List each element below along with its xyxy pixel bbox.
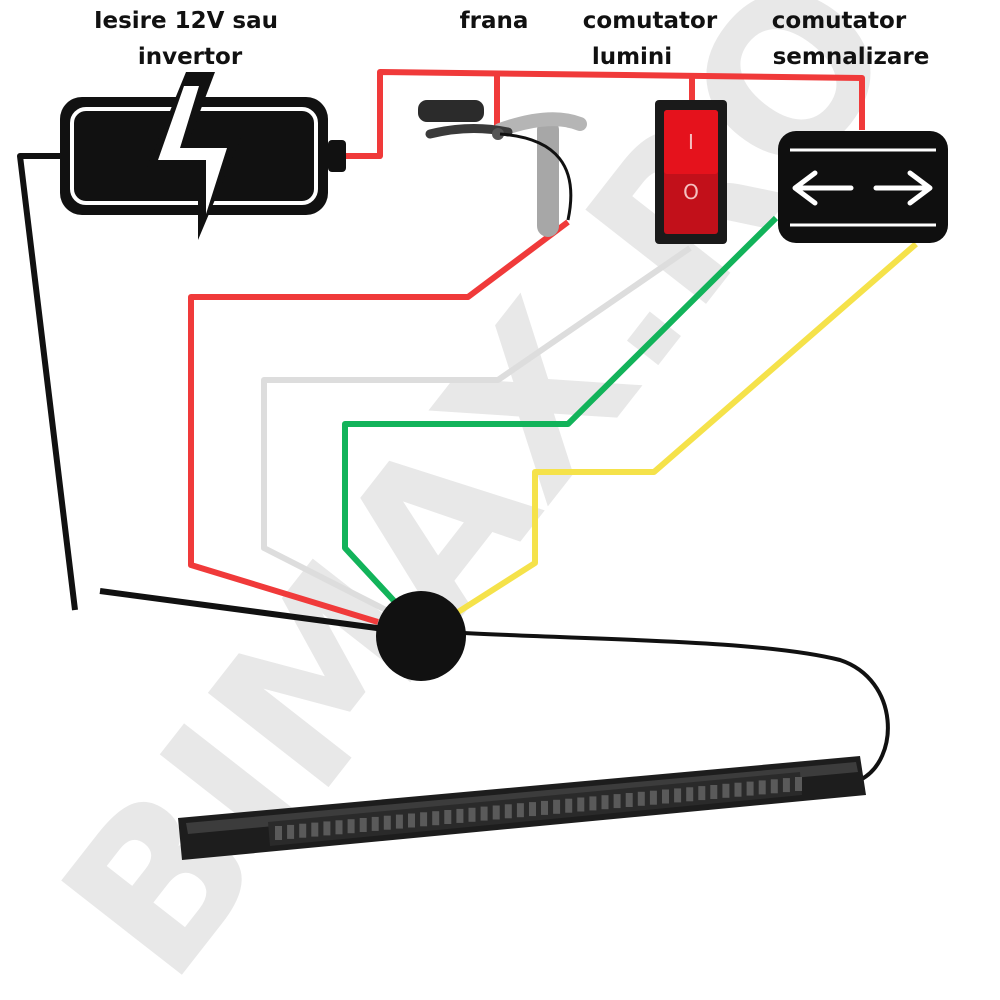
led-segment [686, 787, 694, 802]
led-segment [275, 826, 282, 840]
label-light-switch: comutator lumini [583, 8, 725, 70]
led-segment [299, 823, 307, 838]
led-segment [734, 782, 742, 797]
red-wire-brake-to-junction [188, 219, 570, 625]
rocker-switch-icon: I O [655, 100, 727, 244]
led-segment [746, 781, 754, 796]
led-segment [601, 795, 609, 810]
turn-signal-arrows-icon [778, 131, 948, 243]
led-segment [698, 786, 706, 801]
label-light-switch-line2: lumini [592, 44, 672, 70]
led-segment [553, 799, 561, 814]
gray-wire-light-to-junction [261, 245, 692, 613]
led-segment [565, 798, 573, 813]
led-segment [649, 790, 657, 805]
led-segment [359, 818, 367, 832]
light-switch-off-mark: O [683, 180, 699, 204]
led-segment [408, 813, 415, 828]
label-power-line1: Iesire 12V sau [94, 8, 278, 34]
green-wire-signal-to-junction [342, 215, 779, 606]
led-segment [347, 819, 355, 834]
battery-bolt-icon [60, 72, 346, 240]
led-segment [456, 808, 464, 823]
led-segment [613, 794, 621, 809]
led-segment [335, 820, 343, 835]
led-segment [758, 780, 766, 795]
led-segment [383, 815, 391, 830]
led-segment [782, 778, 790, 793]
led-segment [311, 822, 319, 837]
led-segment [662, 789, 669, 804]
light-switch-on-mark: I [688, 130, 694, 154]
led-segment [722, 783, 730, 798]
led-segment [468, 807, 476, 822]
label-power-line2: invertor [138, 44, 243, 70]
led-segment [710, 785, 718, 799]
black-wire-ground [17, 153, 78, 611]
led-segment [625, 793, 633, 807]
label-signal-switch-line1: comutator [772, 8, 907, 34]
led-segment [323, 821, 331, 836]
led-segment [674, 788, 682, 803]
label-brake: frana [460, 8, 529, 34]
led-segment [504, 804, 512, 819]
red-wire-bus [345, 69, 865, 159]
led-strip-cable [463, 631, 890, 782]
label-brake-line1: frana [460, 8, 529, 34]
label-power: Iesire 12V sau invertor [94, 8, 286, 70]
led-segment [589, 796, 597, 811]
led-segment [637, 791, 645, 806]
led-strip-icon [178, 756, 866, 860]
led-segment [516, 803, 524, 818]
led-segment [420, 812, 428, 827]
junction-box-icon [376, 591, 466, 681]
label-signal-switch-line2: semnalizare [773, 44, 930, 70]
led-segment [395, 814, 403, 829]
yellow-wire-signal-to-junction [453, 241, 918, 617]
brake-lever-icon [418, 100, 587, 237]
led-segment [795, 777, 802, 791]
led-segment [529, 802, 536, 817]
led-segment [577, 797, 585, 812]
led-segment [770, 779, 778, 794]
led-segment [444, 810, 452, 824]
led-segment [541, 800, 548, 815]
led-segment [432, 811, 440, 826]
label-light-switch-line1: comutator [583, 8, 718, 34]
led-segment [480, 806, 488, 821]
label-signal-switch: comutator semnalizare [772, 8, 930, 70]
led-segment [371, 816, 379, 831]
black-wire-ground-junction [99, 588, 393, 633]
led-segment [287, 824, 295, 839]
led-segment [492, 805, 500, 820]
